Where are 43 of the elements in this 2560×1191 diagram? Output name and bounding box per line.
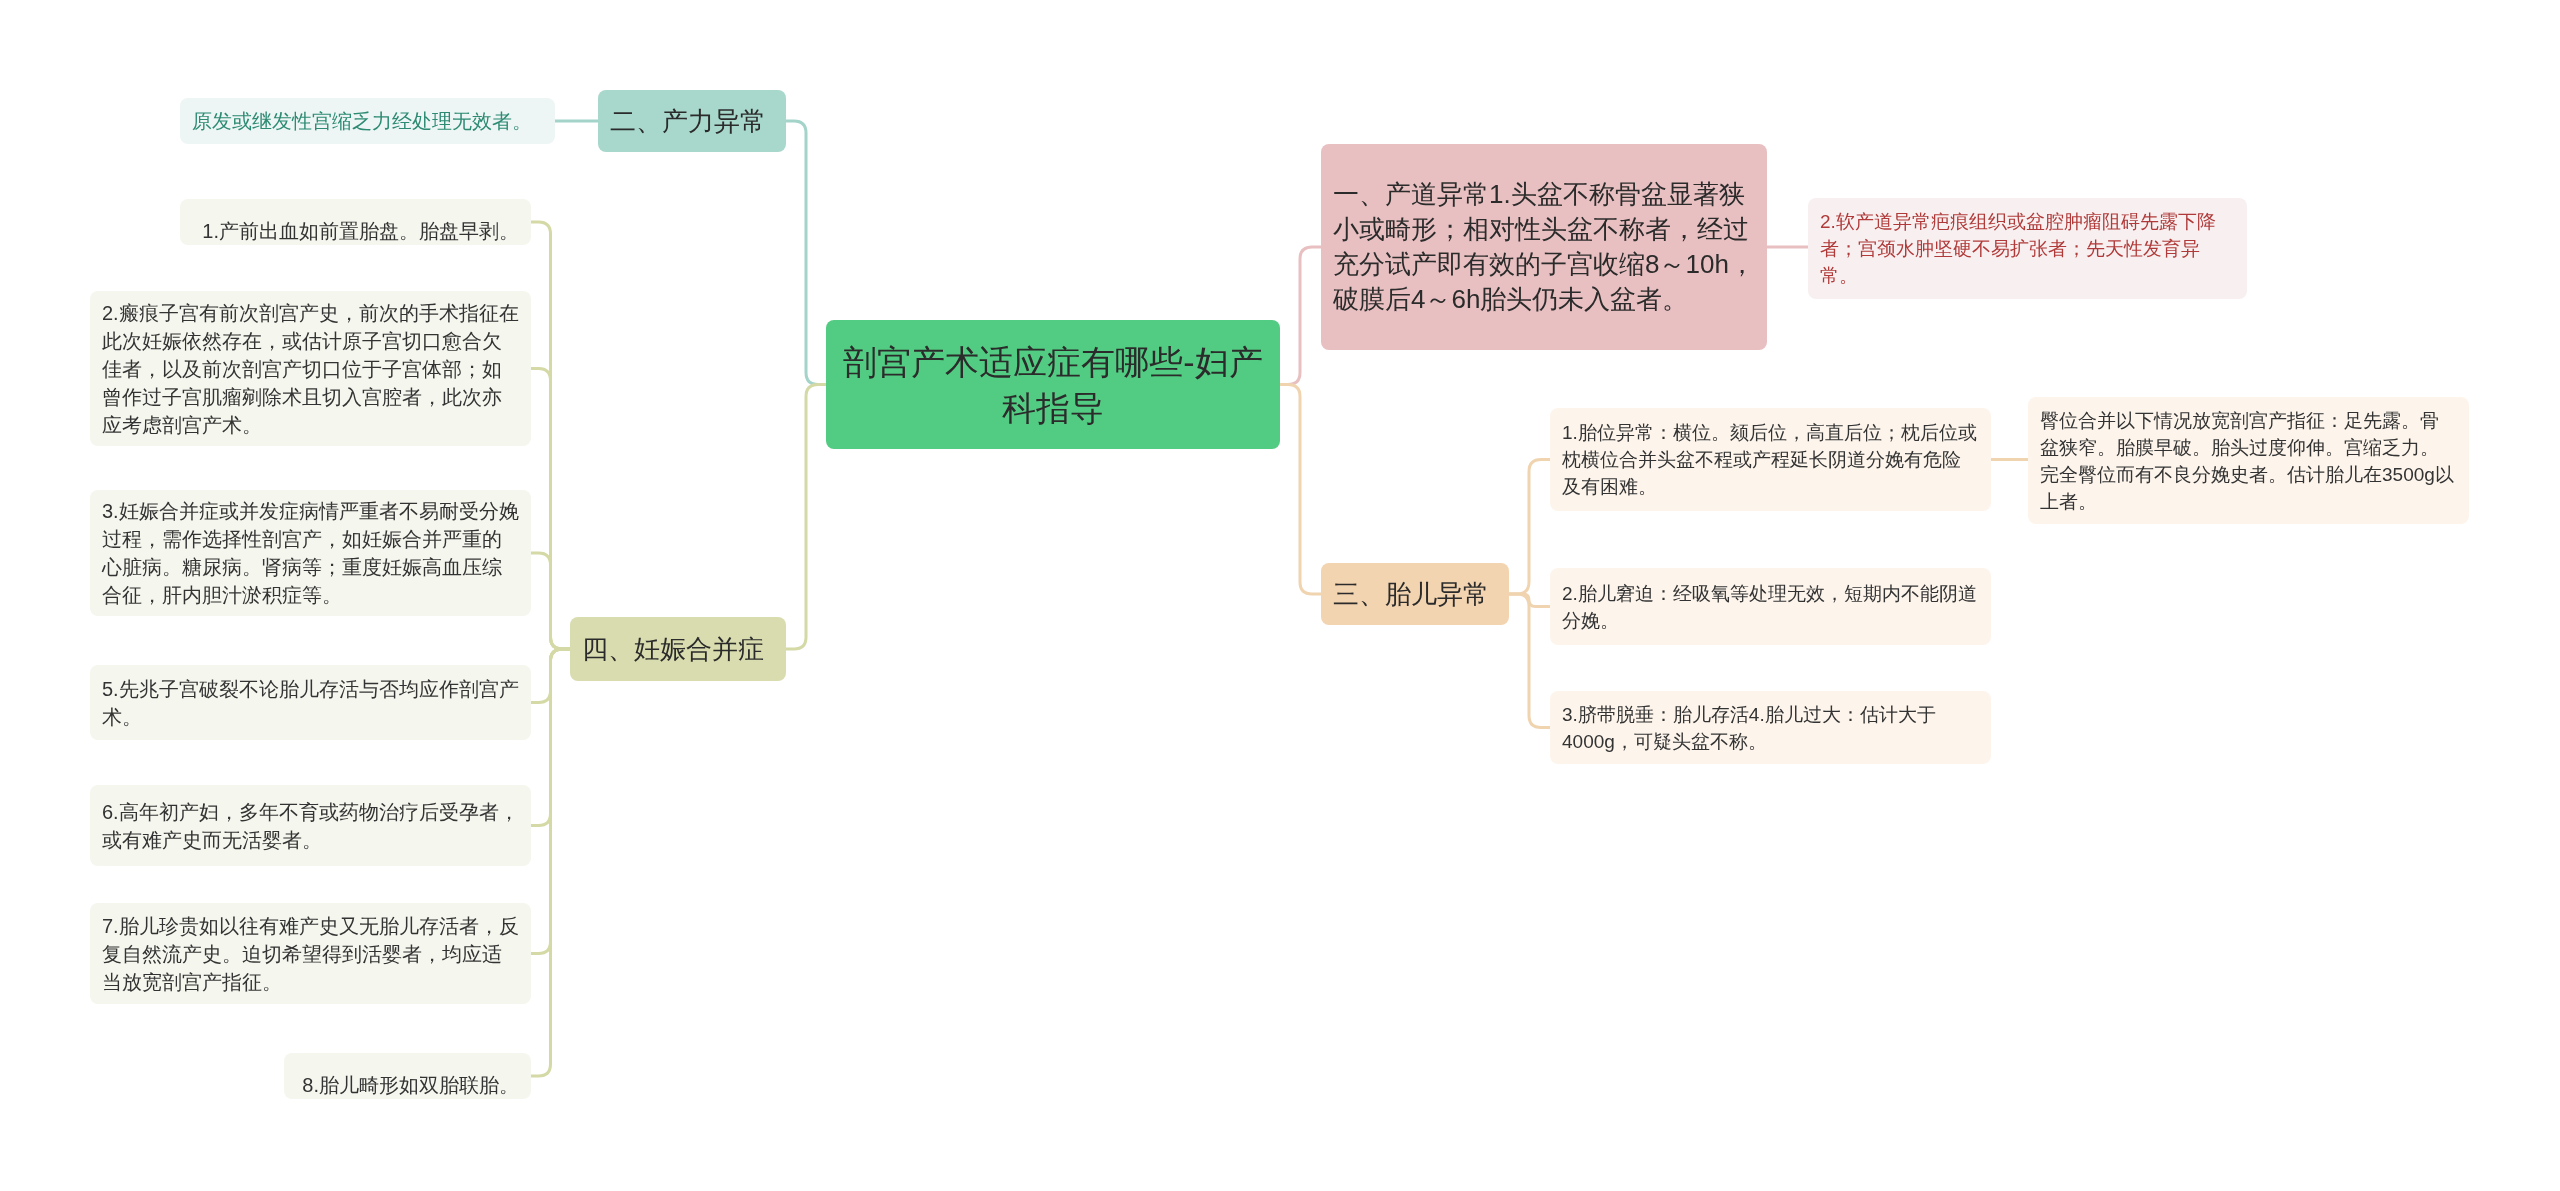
subtopic-box [90, 665, 531, 740]
branch-topic-box [570, 617, 786, 681]
branch-topic-box [598, 90, 786, 152]
subtopic-box [284, 1053, 531, 1099]
topic-text: 2.软产道异常疤痕组织或盆腔肿瘤阻碍先露下降者；宫颈水肿坚硬不易扩张者；先天性发育异常。 [1820, 210, 2217, 288]
subtopic-box [90, 785, 531, 866]
subtopic-box [180, 98, 555, 144]
branch-topic-box [1321, 144, 1767, 350]
topic-text: 2.瘢痕子宫有前次剖宫产史，前次的手术指征在此次妊娠依然存在，或估计原子宫切口愈合欠佳者，以及前次剖宫产切口位于子宫体部；如曾作过子宫肌瘤剜除术且切入宫腔者，此次亦应考虑剖宫产术。 [102, 300, 519, 438]
topic-text: 3.妊娠合并症或并发症病情严重者不易耐受分娩过程，需作选择性剖宫产，如妊娠合并严重的心脏病。糖尿病。肾病等；重度妊娠高血压综合征，肝内胆汁淤积症等。 [102, 499, 519, 608]
topic-text: 5.先兆子宫破裂不论胎儿存活与否均应作剖宫产术。 [102, 676, 519, 730]
subtopic-box [90, 291, 531, 446]
topic-text: 一、产道异常1.头盆不称骨盆显著狭小或畸形；相对性头盆不称者，经过充分试产即有效的子宫收缩8～10h，破膜后4～6h胎头仍未入盆者。 [1333, 178, 1755, 316]
connector-line [555, 119, 598, 123]
topic-text: 剖宫产术适应症有哪些-妇产科指导 [842, 341, 1264, 429]
topic-text: 1.产前出血如前置胎盘。胎盘早剥。 [201, 219, 519, 244]
topic-text: 1.胎位异常：横位。颏后位，高直后位；枕后位或枕横位合并头盆不程或产程延长阴道分娩有危险及有困难。 [1562, 421, 1978, 499]
topic-text: 3.脐带脱垂：胎儿存活4.胎儿过大：估计大于4000g，可疑头盆不称。 [1562, 702, 1937, 754]
connector-line [1509, 592, 1550, 729]
topic-text: 臀位合并以下情况放宽剖宫产指征：足先露。骨盆狭窄。胎膜早破。胎头过度仰伸。宫缩乏力。完全臀位而有不良分娩史者。估计胎儿在3500g以上者。 [2040, 408, 2455, 514]
subtopic-box [1808, 198, 2247, 299]
connector-line [1280, 383, 1321, 596]
topic-text: 三、胎儿异常 [1333, 577, 1490, 611]
topic-text: 2.胎儿窘迫：经吸氧等处理无效，短期内不能阴道分娩。 [1562, 581, 1978, 633]
topic-text: 7.胎儿珍贵如以往有难产史又无胎儿存活者，反复自然流产史。迫切希望得到活婴者，均应适当放宽剖宫产指征。 [102, 913, 519, 995]
connector-line [531, 647, 570, 1078]
subtopic-box [90, 490, 531, 616]
subtopic-box [2028, 397, 2469, 524]
subtopic-box [1550, 691, 1991, 764]
topic-text: 8.胎儿畸形如双胎联胎。 [301, 1073, 519, 1098]
connector-line [786, 383, 826, 651]
topic-text: 四、妊娠合并症 [582, 632, 765, 666]
topic-text: 原发或继发性宫缩乏力经处理无效者。 [192, 109, 533, 134]
connector-line [1991, 458, 2028, 461]
topic-text: 6.高年初产妇，多年不育或药物治疗后受孕者，或有难产史而无活婴者。 [102, 799, 519, 853]
root-topic-box [826, 320, 1280, 449]
subtopic-box [1550, 408, 1991, 511]
connector-line [1767, 245, 1808, 249]
branch-topic-box [1321, 563, 1509, 625]
subtopic-box [90, 903, 531, 1004]
topic-text: 二、产力异常 [610, 104, 767, 138]
subtopic-box [180, 199, 531, 245]
subtopic-box [1550, 568, 1991, 645]
